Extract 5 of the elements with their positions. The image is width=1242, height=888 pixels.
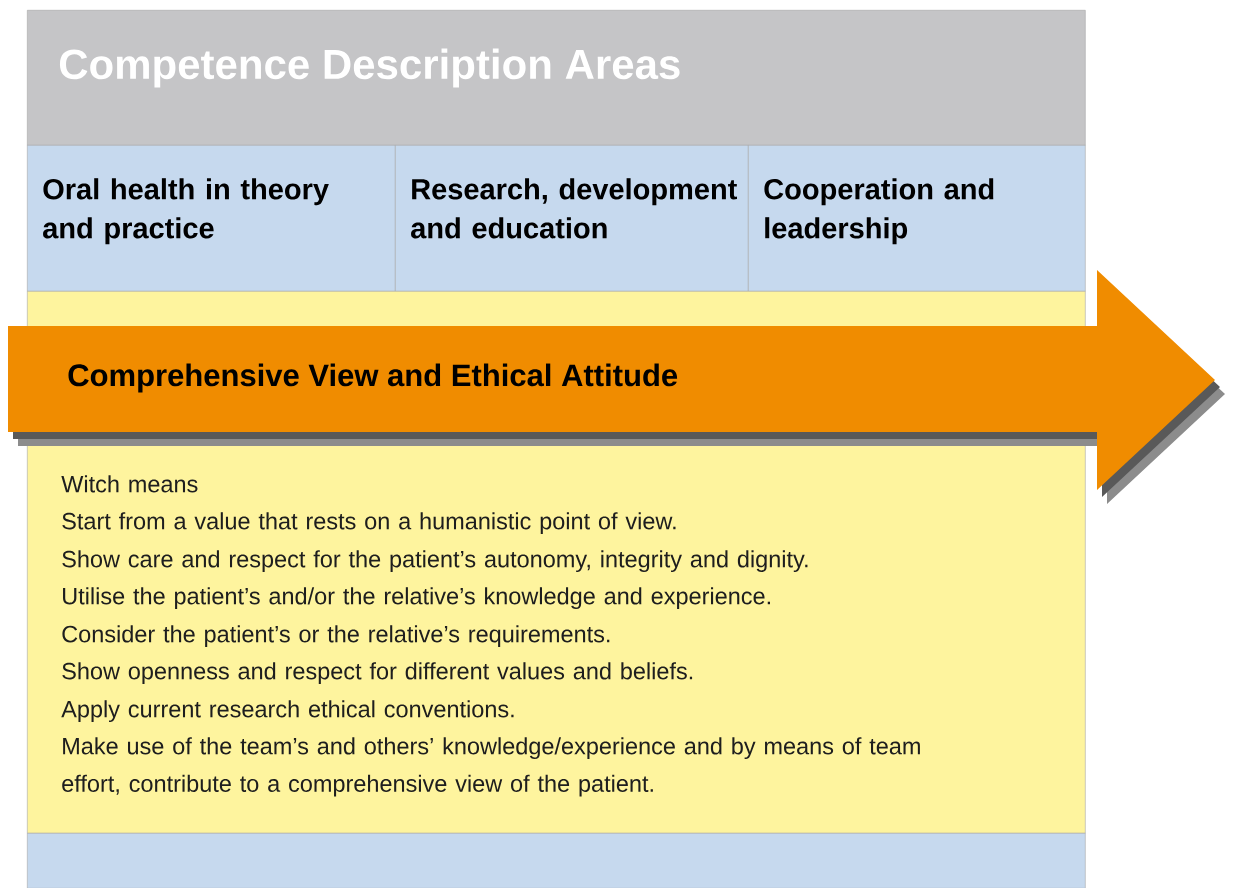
category-box: Oral health in theory and practice: [27, 145, 396, 292]
footer-band: [27, 833, 1086, 888]
header-band: Competence Description Areas: [27, 10, 1086, 146]
category-box: Cooperation and leadership: [748, 145, 1086, 292]
category-box: Research, development and education: [395, 145, 749, 292]
